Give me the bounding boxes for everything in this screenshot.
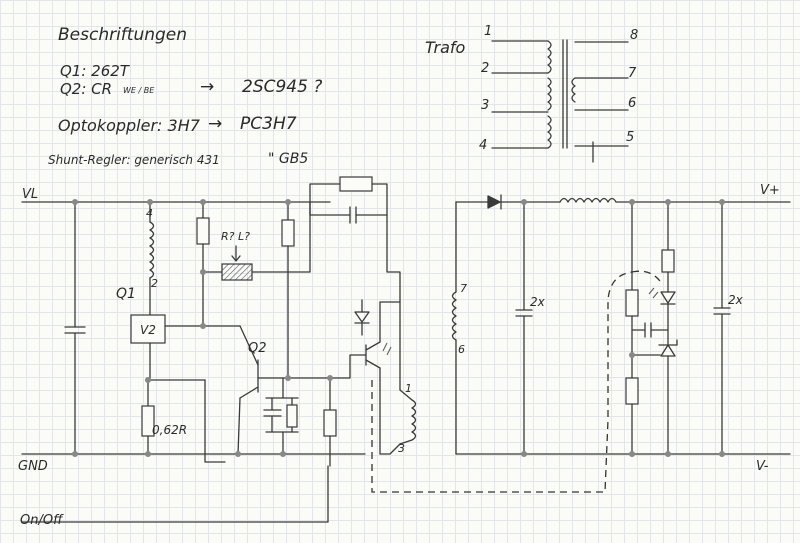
transformer-pin-5: 5 [626, 130, 634, 145]
pin-3-label: 3 [398, 442, 405, 455]
output-capacitor-2: 2x [713, 201, 744, 455]
base-rc-network [263, 377, 299, 455]
output-diode [487, 194, 502, 210]
rl-component: R? L? [202, 230, 289, 281]
input-capacitor [64, 201, 86, 455]
transformer-pin-3: 3 [481, 98, 489, 113]
transformer-pin-7: 7 [628, 66, 637, 81]
label-vminus: V- [756, 459, 769, 474]
feedback-resistor [281, 201, 295, 381]
feedback-dashed-line [371, 271, 633, 493]
onoff-line [21, 465, 329, 523]
output-inductor [559, 197, 617, 203]
q2-label: Q2 [248, 341, 267, 356]
output-capacitor-1-label: 2x [530, 295, 546, 309]
rl-label: R? L? [221, 230, 250, 243]
q2-transistor: Q2 [237, 325, 331, 455]
output-capacitor-1: 2x [515, 201, 546, 455]
junction-dots-secondary [521, 199, 725, 457]
optocoupler-transistor [329, 301, 401, 381]
note-optocoupler-arrow: → [208, 114, 223, 134]
label-vplus: V+ [760, 183, 780, 198]
transformer-detail [491, 39, 629, 163]
label-vl: VL [22, 187, 38, 202]
label-onoff: On/Off [20, 513, 64, 528]
snubber-network [309, 176, 388, 224]
note-q2-replacement: 2SC945 ? [242, 77, 323, 97]
transformer-title: Trafo [425, 38, 466, 57]
ic-v2 [130, 314, 166, 344]
gate-resistor [196, 201, 210, 327]
transformer-pin-8: 8 [630, 28, 638, 43]
shunt-resistor-label: 0,62R [152, 423, 187, 437]
junction-dots-primary [72, 199, 333, 457]
shunt-regulator-network [625, 201, 678, 455]
transformer-pin-6: 6 [628, 96, 636, 111]
transformer-pin-4: 4 [479, 138, 487, 153]
pin-2-label: 2 [151, 277, 158, 290]
notes-heading: Beschriftungen [58, 25, 188, 45]
pin-7-label: 7 [460, 282, 467, 295]
note-shunt-regulator: Shunt-Regler: generisch 431 [48, 153, 220, 167]
output-capacitor-2-label: 2x [728, 293, 744, 307]
note-optocoupler-replacement: PC3H7 [240, 114, 297, 134]
note-q1: Q1: 262T [60, 62, 129, 80]
q1-label: Q1 [116, 286, 136, 302]
label-gnd: GND [18, 459, 48, 474]
note-shunt-alt: " GB5 [268, 151, 309, 167]
note-optocoupler: Optokoppler: 3H7 [58, 116, 200, 135]
note-q2-sub: WE / BE [123, 86, 155, 95]
q1-winding: 4 2 [146, 201, 158, 316]
secondary-winding: 7 6 [451, 201, 467, 455]
optocoupler-led [354, 299, 370, 336]
transformer-pin-labels: 1 2 3 4 8 7 6 5 [479, 24, 638, 153]
note-q2-arrow: → [200, 77, 215, 97]
transformer-pin-2: 2 [481, 61, 489, 76]
onoff-resistor [323, 377, 337, 467]
pin-6-label: 6 [458, 343, 465, 356]
pin-4-label: 4 [146, 207, 153, 220]
shunt-resistor: 0,62R [141, 379, 187, 455]
ic-v2-label: V2 [140, 323, 156, 337]
note-q2: Q2: CR [60, 80, 113, 98]
primary-winding: 1 3 [398, 382, 417, 455]
pin-1-label: 1 [405, 382, 412, 395]
transformer-pin-1: 1 [484, 24, 492, 39]
